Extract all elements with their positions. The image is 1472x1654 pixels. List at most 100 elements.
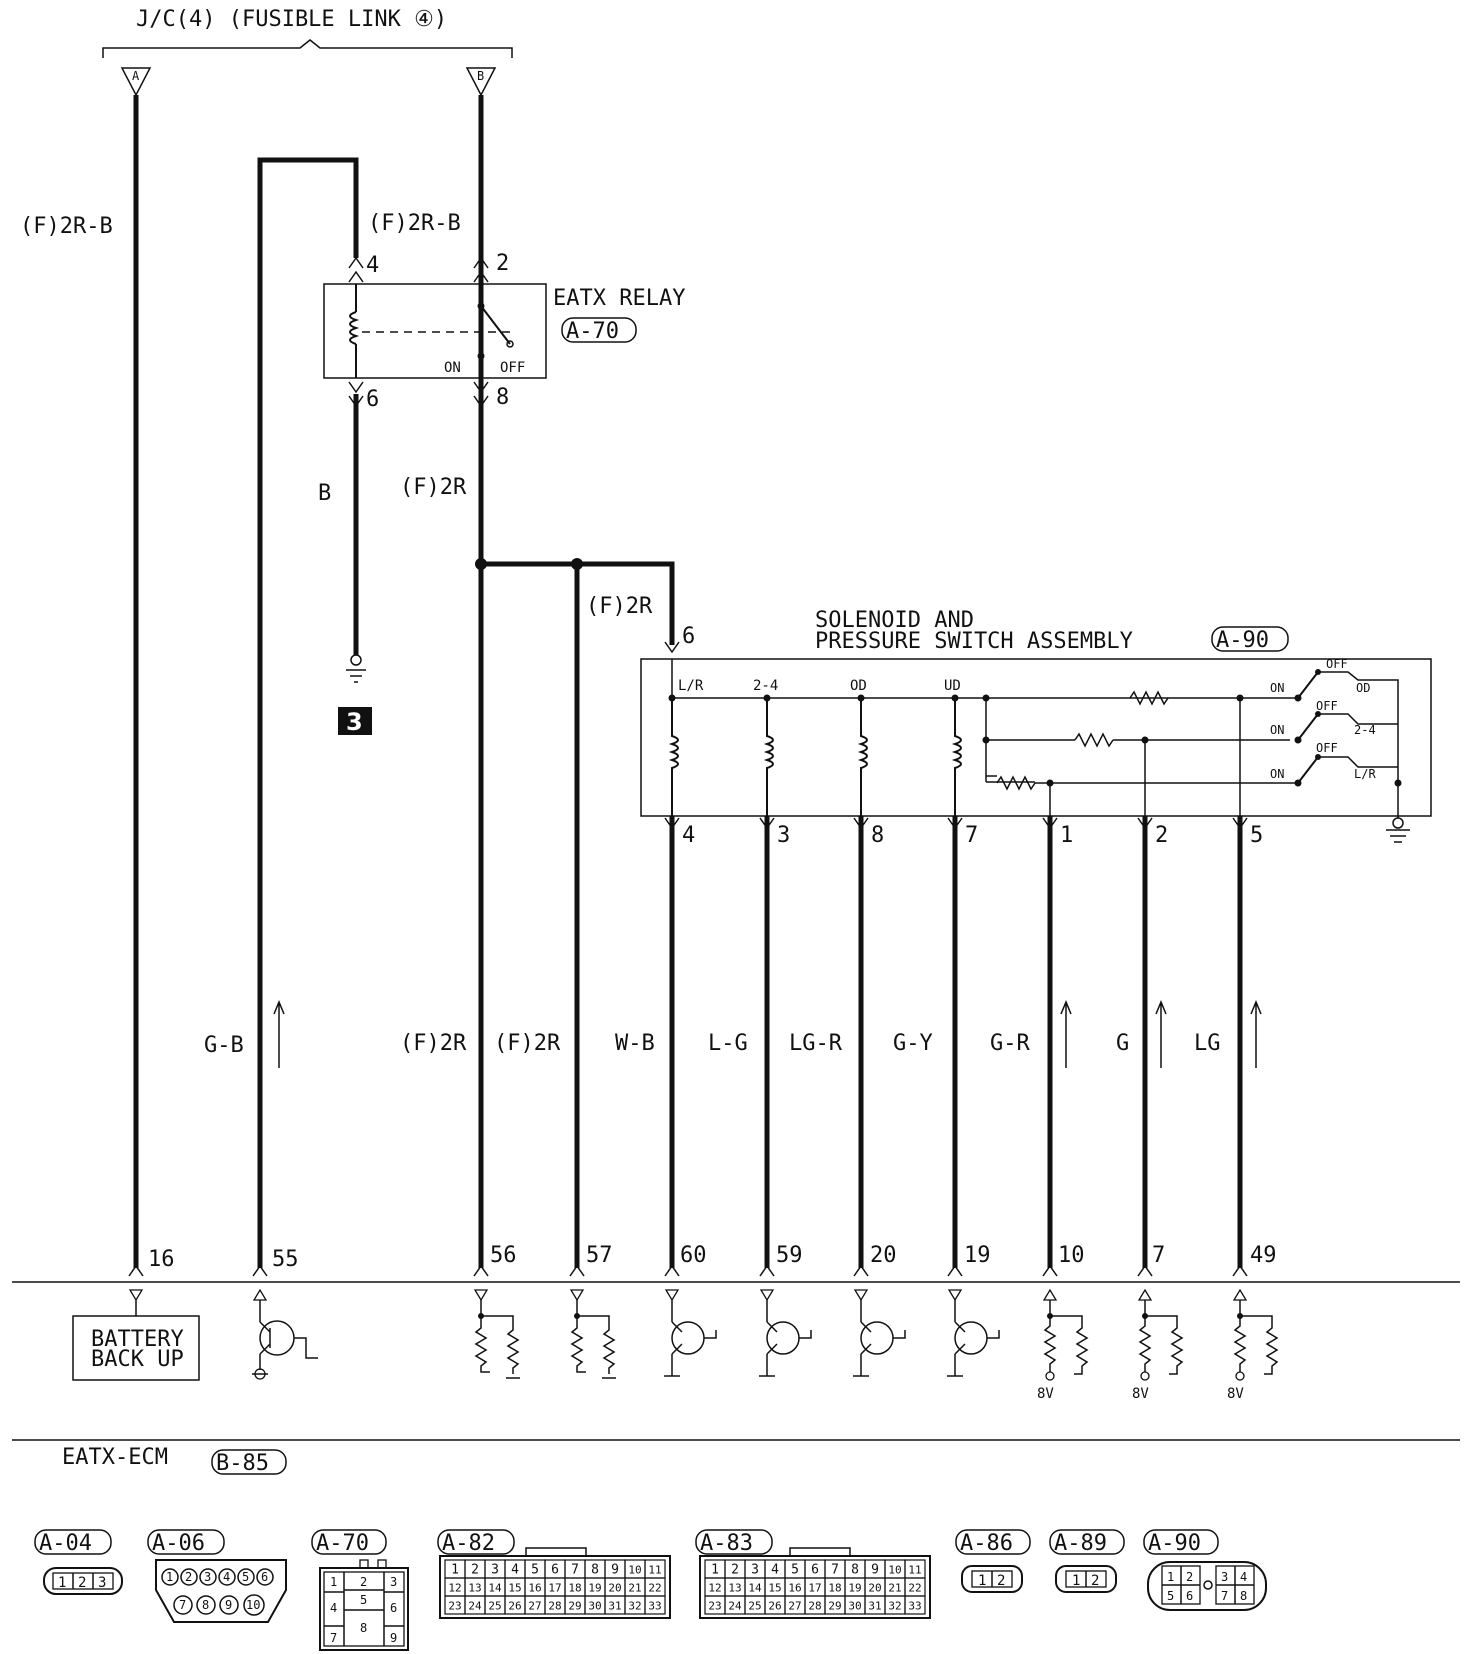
connector-pin-number: 16 — [788, 1582, 801, 1595]
svg-text:3: 3 — [98, 1575, 106, 1591]
wire-color-label: B — [318, 481, 331, 506]
connector-pin-number: 28 — [548, 1600, 561, 1613]
svg-text:2: 2 — [360, 1575, 367, 1589]
connector-pin-number: 26 — [768, 1600, 781, 1613]
svg-text:2: 2 — [997, 1573, 1005, 1589]
connector-pin-number: 10 — [888, 1564, 901, 1577]
svg-text:5: 5 — [360, 1593, 367, 1607]
svg-text:9: 9 — [390, 1631, 397, 1645]
assembly-pin: 2 — [1155, 823, 1168, 848]
ecm-pin-number: 19 — [964, 1243, 991, 1268]
svg-text:6: 6 — [390, 1601, 397, 1615]
connector-pin-number: 11 — [908, 1564, 921, 1577]
svg-text:10: 10 — [246, 1598, 260, 1612]
connector-pin-number: 14 — [748, 1582, 762, 1595]
connector-pin-number: 22 — [908, 1582, 921, 1595]
splice-dot — [571, 558, 583, 570]
svg-text:1: 1 — [978, 1573, 986, 1589]
svg-text:A-90: A-90 — [1148, 1531, 1201, 1556]
svg-text:2: 2 — [1186, 1570, 1193, 1584]
connector-pin-number: 20 — [868, 1582, 881, 1595]
svg-text:OFF: OFF — [1316, 741, 1338, 755]
voltage-label: 8V — [1037, 1386, 1054, 1402]
connector-pin-number: 18 — [568, 1582, 581, 1595]
solenoid-label: 2-4 — [753, 678, 778, 694]
svg-text:4: 4 — [223, 1570, 230, 1584]
connector-pin-number: 26 — [508, 1600, 521, 1613]
svg-text:1: 1 — [330, 1575, 337, 1589]
svg-text:A-06: A-06 — [152, 1531, 205, 1556]
connector-pin-number: 23 — [448, 1600, 461, 1613]
connector-pin-number: 8 — [851, 1563, 859, 1578]
svg-text:8: 8 — [496, 385, 509, 410]
wire-color-label: W-B — [615, 1031, 655, 1056]
connector-pin-number: 31 — [608, 1600, 621, 1613]
wire-color-label: (F)2R — [586, 594, 653, 619]
connector-pin-number: 29 — [828, 1600, 841, 1613]
connector-pin-number: 6 — [551, 1563, 559, 1578]
connector-pin-number: 5 — [791, 1563, 799, 1578]
assembly-pin: 1 — [1060, 823, 1073, 848]
svg-text:2: 2 — [185, 1570, 192, 1584]
assembly-title-line2: PRESSURE SWITCH ASSEMBLY — [815, 629, 1133, 654]
wire-color-label: G-Y — [893, 1031, 933, 1056]
voltage-label: 8V — [1132, 1386, 1149, 1402]
wire-color-label: (F)2R-B — [368, 211, 461, 236]
ecm-pin-number: 56 — [490, 1243, 517, 1268]
connector-pin-number: 23 — [708, 1600, 721, 1613]
connector-pin-number: 9 — [871, 1563, 879, 1578]
connector-pin-number: 20 — [608, 1582, 621, 1595]
svg-text:A: A — [132, 69, 140, 83]
terminal-b-tag: B — [465, 67, 497, 97]
connector-pin-number: 10 — [628, 1564, 641, 1577]
terminal-a-tag: A — [120, 67, 152, 97]
connector-pin-number: 11 — [648, 1564, 661, 1577]
connector-pin-number: 12 — [448, 1582, 461, 1595]
svg-text:5: 5 — [242, 1570, 249, 1584]
svg-text:ON: ON — [1270, 767, 1284, 781]
ground-symbol — [1386, 817, 1410, 843]
ground-symbol — [346, 654, 366, 683]
relay-connector-badge — [561, 317, 637, 343]
svg-text:2: 2 — [496, 251, 509, 276]
connector-pin-number: 2 — [731, 1563, 739, 1578]
ecm-connector-chevrons — [128, 1264, 1248, 1277]
connector-pin-number: 33 — [908, 1600, 921, 1613]
connector-pin-number: 7 — [571, 1563, 579, 1578]
assembly-title-line1: SOLENOID AND — [815, 608, 974, 633]
assembly-pin: 7 — [965, 823, 978, 848]
svg-text:1: 1 — [1072, 1573, 1080, 1589]
wire-color-label: (F)2R-B — [20, 214, 113, 239]
wire-solenoid-feed — [481, 561, 675, 645]
connector-pin-number: 27 — [788, 1600, 801, 1613]
ground-point-number: 3 — [346, 708, 363, 736]
connector-pin-number: 19 — [588, 1582, 601, 1595]
connector-pin-number: 22 — [648, 1582, 661, 1595]
connector-pin-number: 7 — [831, 1563, 839, 1578]
connector-pin-number: 25 — [748, 1600, 761, 1613]
svg-text:4: 4 — [366, 253, 379, 278]
ecm-pin-number: 55 — [272, 1247, 299, 1272]
connector-pin-number: 8 — [591, 1563, 599, 1578]
ecm-internal-circuits — [72, 1288, 1279, 1381]
connector-chevron — [664, 641, 680, 654]
connector-pin-number: 6 — [811, 1563, 819, 1578]
header-bracket — [102, 39, 513, 58]
wire-color-label: (F)2R — [400, 475, 467, 500]
ecm-connector-id: B-85 — [216, 1451, 269, 1476]
svg-text:2-4: 2-4 — [1354, 723, 1376, 737]
assembly-output-wires — [664, 816, 1248, 1268]
svg-text:A-04: A-04 — [39, 1531, 92, 1556]
svg-text:7: 7 — [330, 1631, 337, 1645]
svg-text:1: 1 — [166, 1570, 173, 1584]
ecm-pin-number: 60 — [680, 1243, 707, 1268]
connector-pin-cell — [644, 1595, 666, 1615]
wire-color-label: G-B — [204, 1033, 244, 1058]
connector-view-a-06: A-06 1 2 3 4 5 6 7 8 9 10 — [147, 1529, 287, 1623]
connector-pin-number: 31 — [868, 1600, 881, 1613]
assembly-pin: 4 — [682, 823, 695, 848]
battery-backup-label: BATTERY — [91, 1327, 184, 1352]
